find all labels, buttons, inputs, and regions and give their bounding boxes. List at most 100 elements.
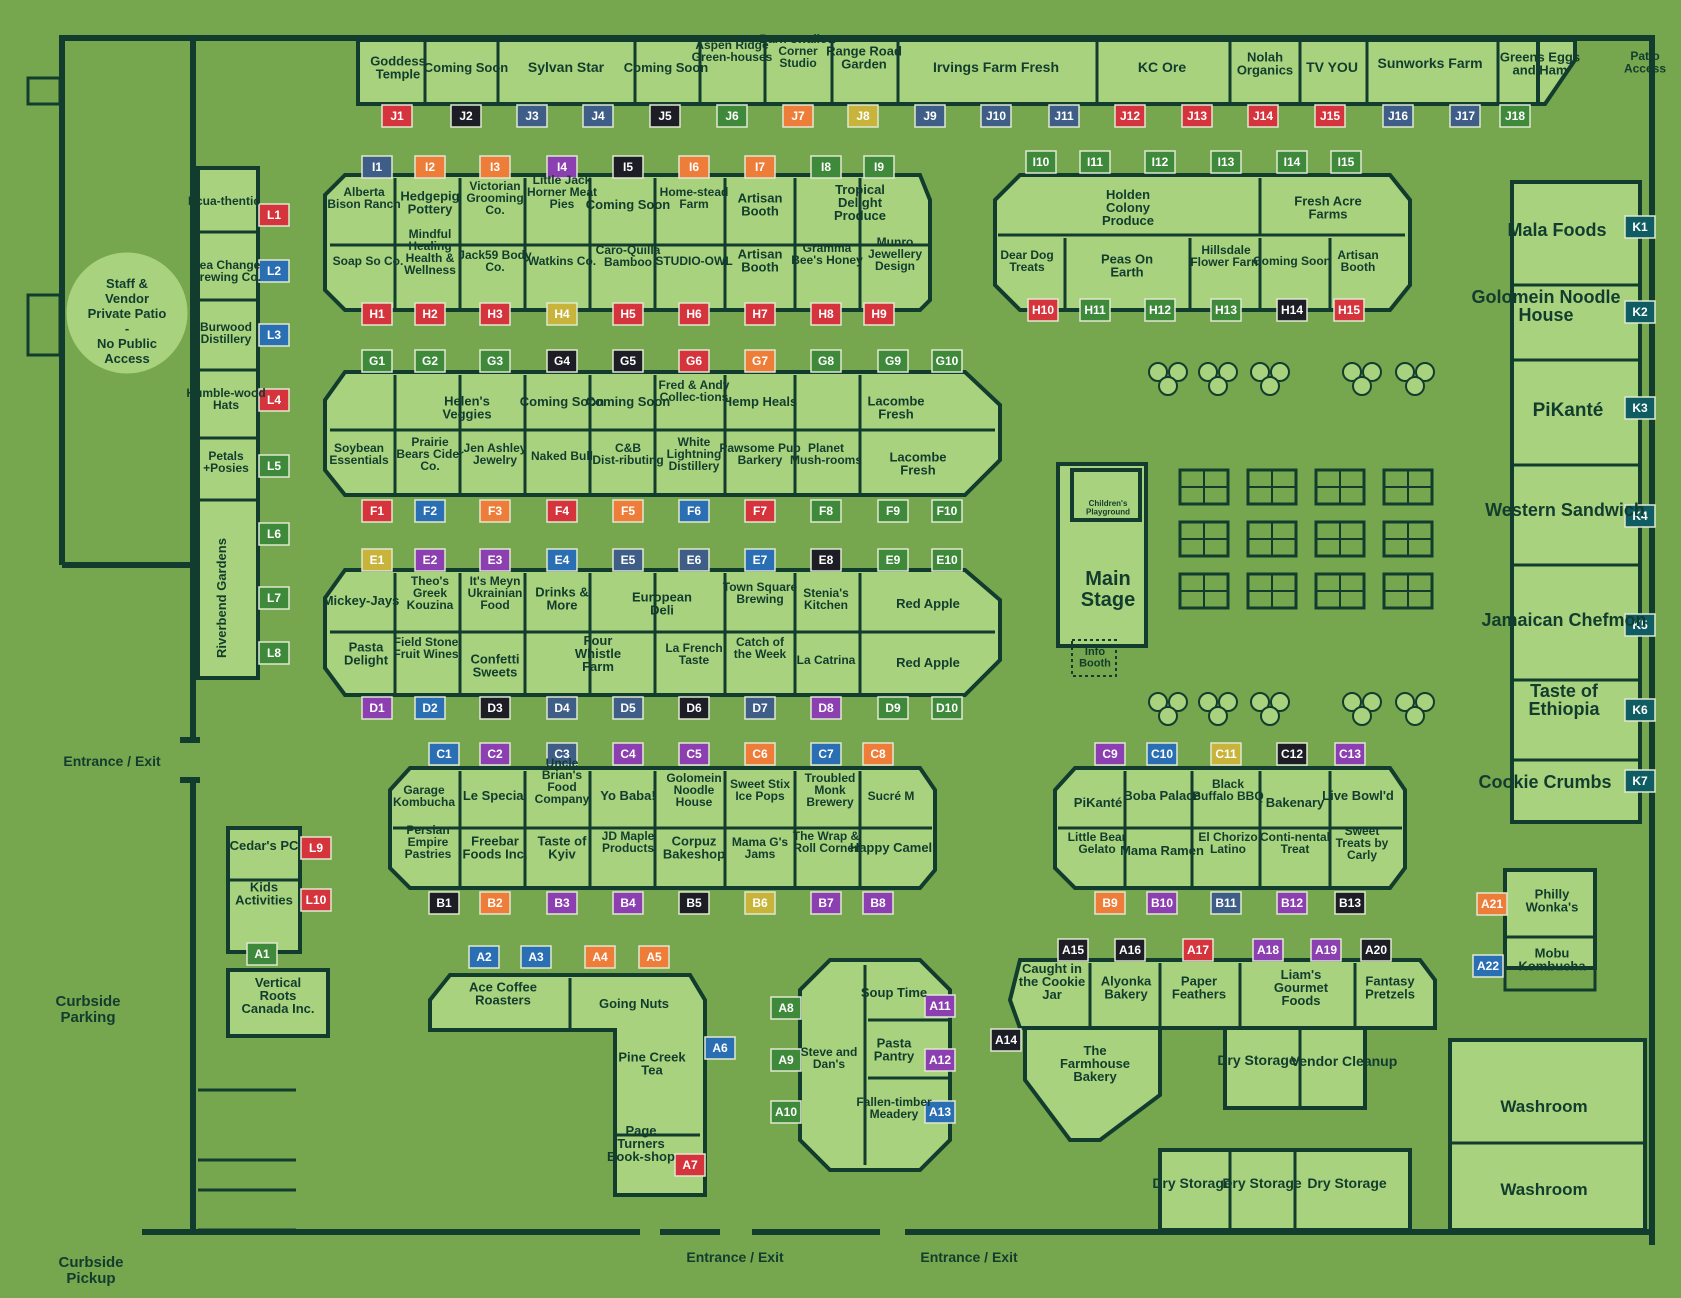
- booth-tag-k6[interactable]: K6: [1624, 698, 1656, 722]
- booth-tag-j3[interactable]: J3: [516, 104, 548, 128]
- booth-tag-a10[interactable]: A10: [770, 1100, 802, 1124]
- booth-tag-l2[interactable]: L2: [258, 259, 290, 283]
- booth-tag-f7[interactable]: F7: [744, 499, 776, 523]
- vendor-name[interactable]: Boba Palace: [1123, 788, 1200, 803]
- booth-tag-l10[interactable]: L10: [300, 888, 332, 912]
- booth-tag-a15[interactable]: A15: [1057, 938, 1089, 962]
- booth-tag-f4[interactable]: F4: [546, 499, 578, 523]
- vendor-name[interactable]: Coming Soon: [586, 394, 671, 409]
- booth-tag-i10[interactable]: I10: [1025, 150, 1057, 174]
- booth-tag-a4[interactable]: A4: [584, 945, 616, 969]
- booth-tag-e9[interactable]: E9: [877, 548, 909, 572]
- booth-tag-i4[interactable]: I4: [546, 155, 578, 179]
- vendor-name[interactable]: Coming Soon: [624, 60, 709, 75]
- booth-tag-l7[interactable]: L7: [258, 586, 290, 610]
- booth-tag-a1[interactable]: A1: [246, 942, 278, 966]
- booth-tag-g10[interactable]: G10: [931, 349, 963, 373]
- booth-tag-g5[interactable]: G5: [612, 349, 644, 373]
- vendor-name[interactable]: Coming Soon: [586, 197, 671, 212]
- booth-tag-a14[interactable]: A14: [990, 1028, 1022, 1052]
- booth-tag-h4[interactable]: H4: [546, 302, 578, 326]
- vendor-name[interactable]: Vendor Cleanup: [1291, 1053, 1398, 1069]
- booth-tag-j13[interactable]: J13: [1181, 104, 1213, 128]
- booth-tag-f1[interactable]: F1: [361, 499, 393, 523]
- vendor-name[interactable]: Red Apple: [896, 655, 960, 670]
- booth-tag-c5[interactable]: C5: [678, 742, 710, 766]
- booth-tag-i12[interactable]: I12: [1144, 150, 1176, 174]
- booth-tag-g1[interactable]: G1: [361, 349, 393, 373]
- vendor-name[interactable]: Sunworks Farm: [1377, 55, 1482, 71]
- booth-tag-c10[interactable]: C10: [1146, 742, 1178, 766]
- booth-tag-d6[interactable]: D6: [678, 696, 710, 720]
- booth-tag-d9[interactable]: D9: [877, 696, 909, 720]
- booth-tag-a12[interactable]: A12: [924, 1048, 956, 1072]
- booth-tag-c6[interactable]: C6: [744, 742, 776, 766]
- booth-tag-b13[interactable]: B13: [1334, 891, 1366, 915]
- vendor-name[interactable]: Washroom: [1500, 1097, 1587, 1116]
- booth-tag-j14[interactable]: J14: [1247, 104, 1279, 128]
- booth-tag-a3[interactable]: A3: [520, 945, 552, 969]
- vendor-name[interactable]: KC Ore: [1138, 59, 1186, 75]
- booth-tag-g2[interactable]: G2: [414, 349, 446, 373]
- vendor-name[interactable]: Naked Bull: [531, 449, 593, 463]
- booth-tag-a22[interactable]: A22: [1472, 954, 1504, 978]
- vendor-name[interactable]: Sylvan Star: [528, 59, 605, 75]
- booth-tag-g6[interactable]: G6: [678, 349, 710, 373]
- vendor-name[interactable]: Jamaican Chefmon: [1481, 610, 1646, 630]
- vendor-name[interactable]: PiKanté: [1074, 795, 1122, 810]
- vendor-name[interactable]: Irvings Farm Fresh: [933, 59, 1059, 75]
- booth-tag-b1[interactable]: B1: [428, 891, 460, 915]
- booth-tag-f2[interactable]: F2: [414, 499, 446, 523]
- booth-tag-a16[interactable]: A16: [1114, 938, 1146, 962]
- booth-tag-i2[interactable]: I2: [414, 155, 446, 179]
- booth-tag-b10[interactable]: B10: [1146, 891, 1178, 915]
- booth-tag-j1[interactable]: J1: [381, 104, 413, 128]
- booth-tag-c11[interactable]: C11: [1210, 742, 1242, 766]
- booth-tag-l5[interactable]: L5: [258, 454, 290, 478]
- booth-tag-a6[interactable]: A6: [704, 1036, 736, 1060]
- vendor-name[interactable]: Mickey-Jays: [323, 593, 400, 608]
- booth-tag-f6[interactable]: F6: [678, 499, 710, 523]
- booth-tag-l1[interactable]: L1: [258, 203, 290, 227]
- booth-tag-j10[interactable]: J10: [980, 104, 1012, 128]
- vendor-name[interactable]: Western Sandwich: [1485, 500, 1645, 520]
- booth-tag-j12[interactable]: J12: [1114, 104, 1146, 128]
- booth-tag-l4[interactable]: L4: [258, 388, 290, 412]
- booth-tag-h10[interactable]: H10: [1027, 298, 1059, 322]
- booth-tag-j5[interactable]: J5: [649, 104, 681, 128]
- vendor-name[interactable]: Le Special: [463, 788, 527, 803]
